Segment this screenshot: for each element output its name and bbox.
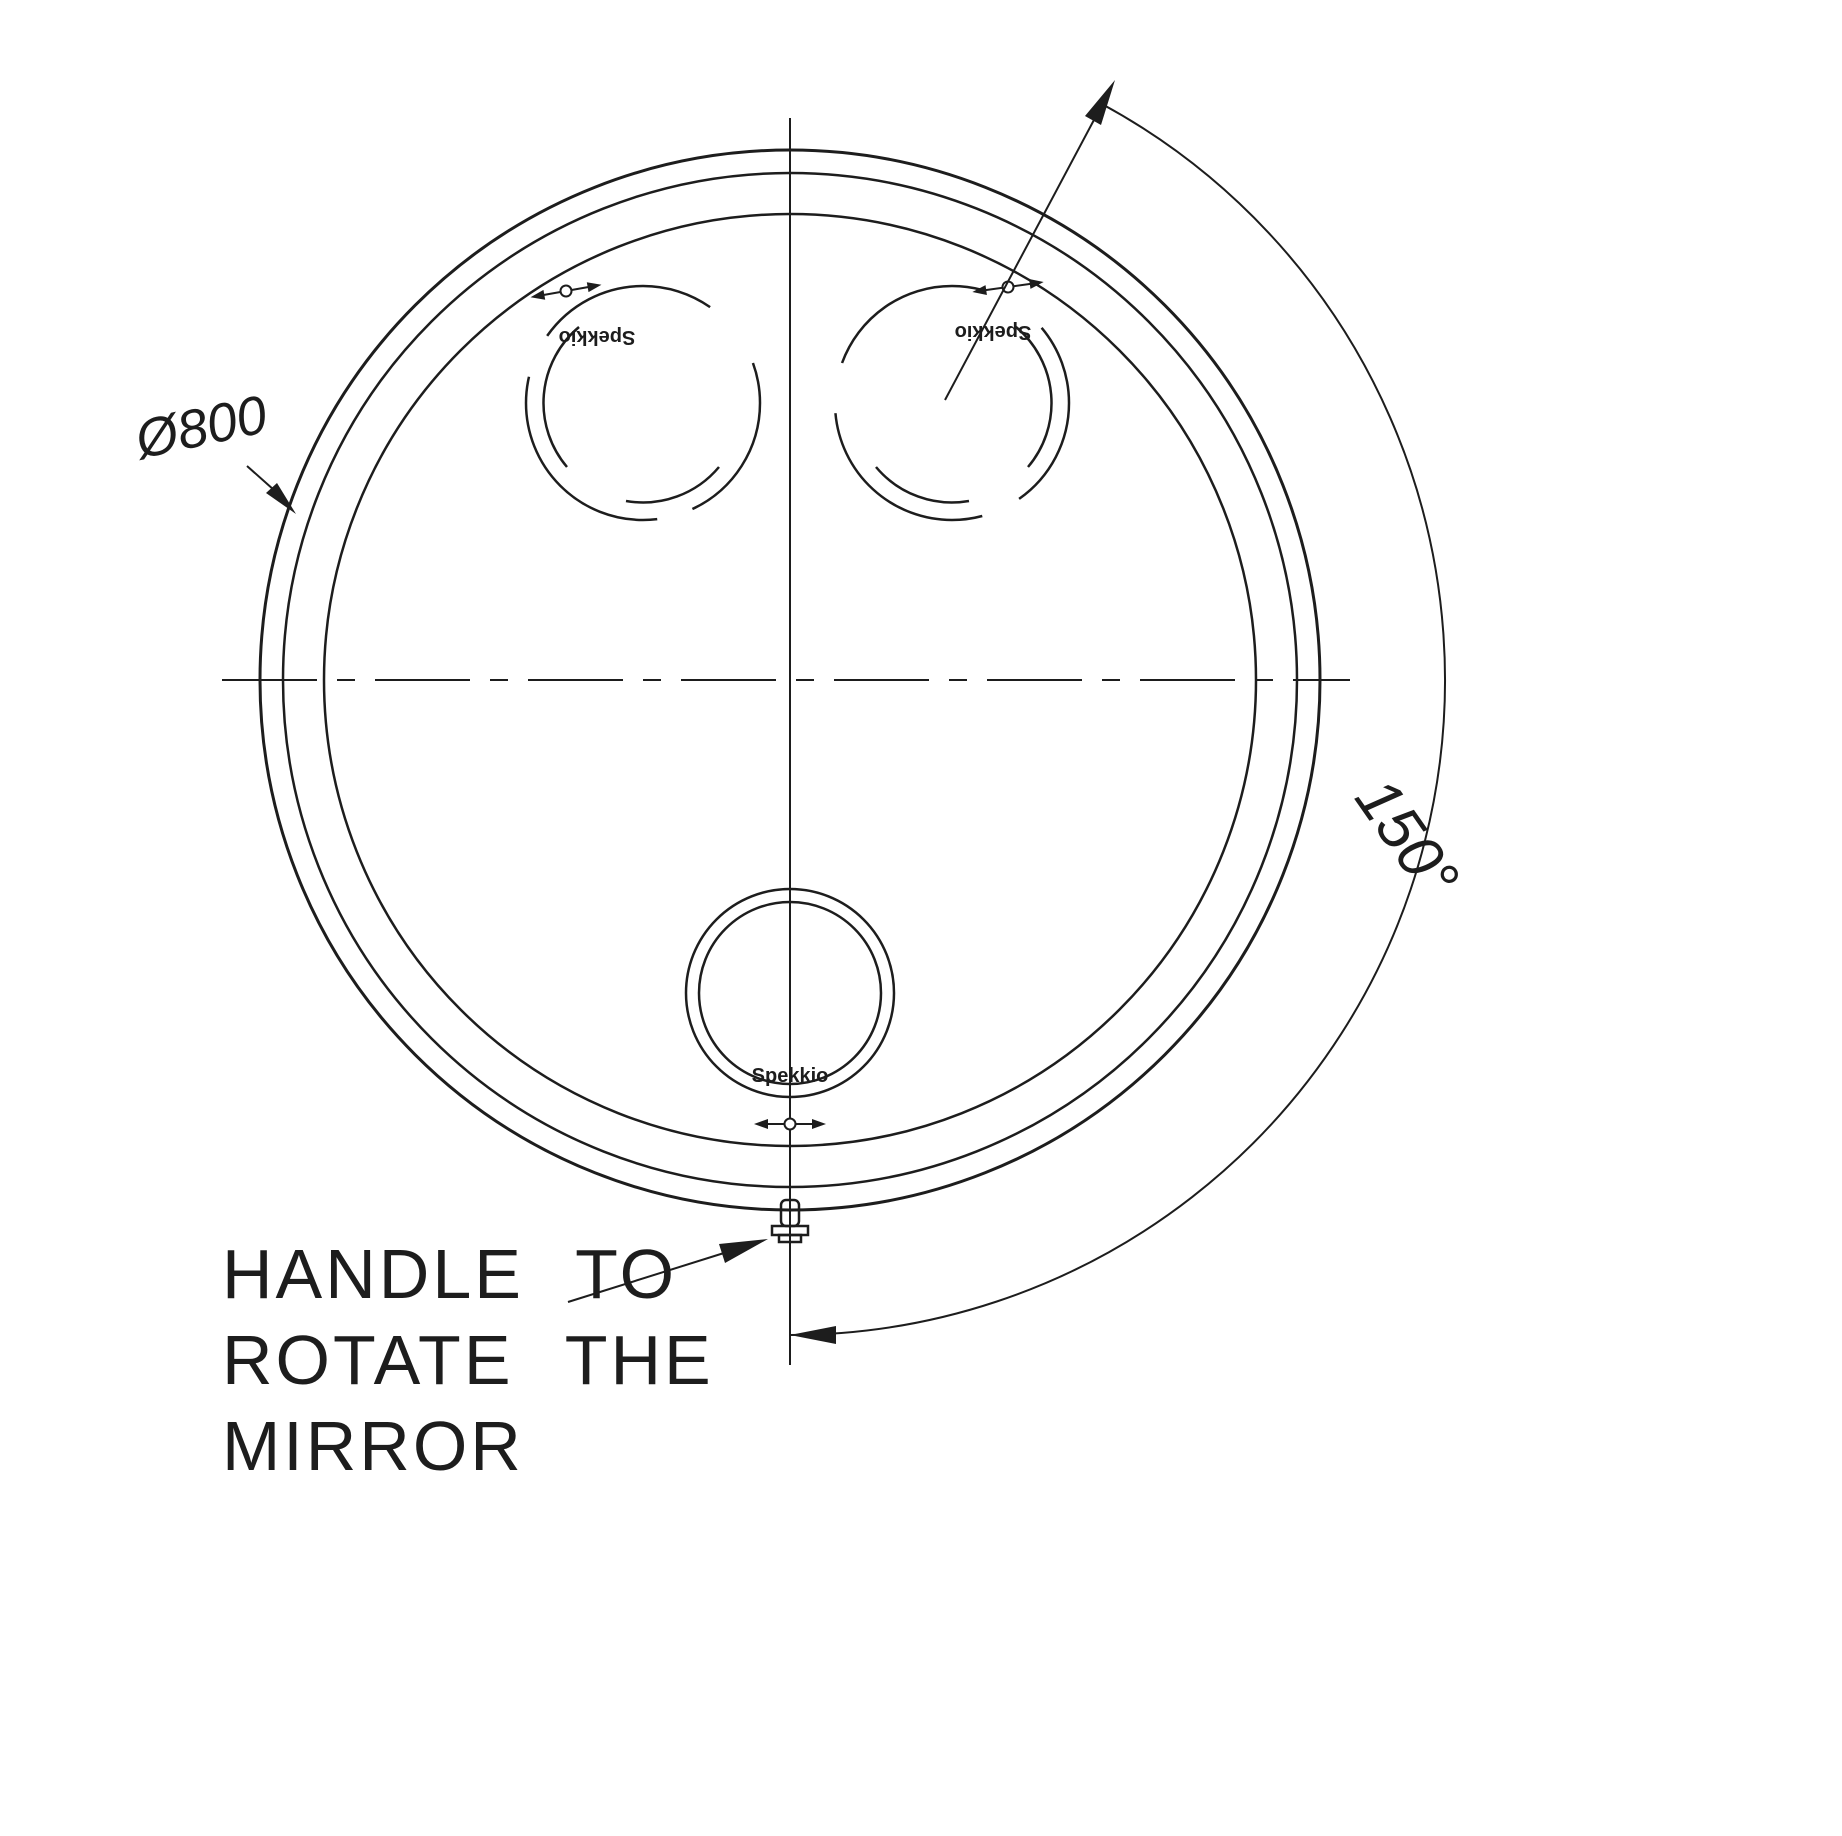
brand-label-bottom: Spekkio — [752, 1065, 829, 1087]
handle-note-line-1: HANDLE TO — [222, 1235, 677, 1313]
handle-note: HANDLE TO ROTATE THE MIRROR — [222, 1235, 768, 1485]
diameter-leader-arrowhead-icon — [266, 483, 296, 514]
left-magnifier-inner-arc-1 — [542, 326, 580, 468]
bottom-adjuster-double-arrow-icon — [754, 1117, 826, 1131]
bottom-magnifier-circle: Spekkio — [684, 887, 896, 1131]
right-magnifier-inner-arc-1 — [1015, 326, 1053, 468]
diameter-label: Ø800 — [128, 384, 272, 471]
rotation-radius-arrowhead-icon — [1085, 80, 1115, 125]
rotation-handle — [770, 1198, 810, 1244]
handle-note-line-2: ROTATE THE — [222, 1321, 714, 1399]
rotation-direction-arrow — [944, 80, 1115, 401]
right-magnifier-circle: Spekkio — [833, 278, 1071, 522]
handle-base — [777, 1233, 803, 1244]
diameter-leader-line — [246, 465, 275, 491]
angle-dimension: 150° — [789, 103, 1472, 1344]
right-magnifier-outline — [833, 284, 1071, 522]
angle-arc-arrowhead-icon — [790, 1326, 836, 1344]
diameter-dimension: Ø800 — [128, 384, 296, 514]
handle-note-arrowhead-icon — [719, 1239, 768, 1263]
right-adjuster-double-arrow-icon — [972, 278, 1044, 296]
left-adjuster-double-arrow-icon — [530, 282, 602, 300]
angle-label: 150° — [1342, 766, 1472, 911]
brand-label-top-left: Spekkio — [559, 326, 636, 348]
angle-dimension-arc — [789, 103, 1446, 1336]
mirror-outer-edge-circle — [258, 148, 1322, 1212]
mirror-frame-ring-circle — [281, 171, 1299, 1189]
handle-note-line-3: MIRROR — [222, 1407, 524, 1485]
rotation-radius-line — [944, 117, 1096, 401]
bottom-magnifier-outer-outline — [684, 887, 896, 1099]
left-magnifier-circle: Spekkio — [524, 282, 762, 522]
brand-label-top-right: Spekkio — [955, 321, 1032, 343]
mirror-glass-ring-circle — [322, 212, 1258, 1148]
handle-note-leader-line — [567, 1252, 725, 1303]
bottom-magnifier-inner-outline — [697, 900, 883, 1086]
left-magnifier-inner-arc-2 — [625, 466, 720, 504]
right-magnifier-inner-arc-2 — [875, 466, 970, 504]
left-magnifier-outline — [524, 284, 762, 522]
